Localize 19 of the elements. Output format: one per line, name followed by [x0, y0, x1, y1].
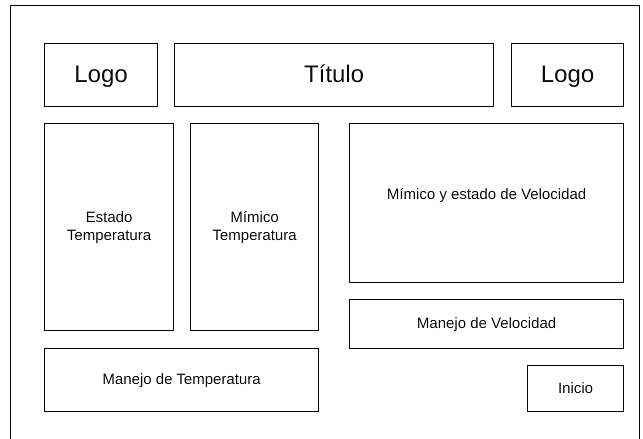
- panel-label: Inicio: [558, 380, 594, 398]
- layout-panel: [511, 43, 624, 107]
- layout-panel: [44, 43, 158, 107]
- layout-panel: [349, 299, 624, 349]
- panel-label: Logo: [540, 60, 594, 90]
- layout-panel: [174, 43, 494, 107]
- panel-label: Manejo de Velocidad: [416, 315, 556, 333]
- layout-panel: [349, 123, 624, 283]
- panel-label: Logo: [74, 60, 128, 90]
- panel-label: Estado Temperatura: [66, 209, 152, 245]
- layout-panel: [44, 123, 174, 331]
- panel-label: Mímico Temperatura: [211, 209, 298, 245]
- panel-label: Manejo de Temperatura: [102, 371, 261, 389]
- layout-panel: [190, 123, 319, 331]
- panel-label: Mímico y estado de Velocidad: [386, 186, 586, 204]
- layout-panel: [44, 348, 319, 412]
- page-frame: [10, 5, 640, 439]
- layout-panel: [527, 365, 624, 412]
- panel-label: Título: [304, 60, 364, 90]
